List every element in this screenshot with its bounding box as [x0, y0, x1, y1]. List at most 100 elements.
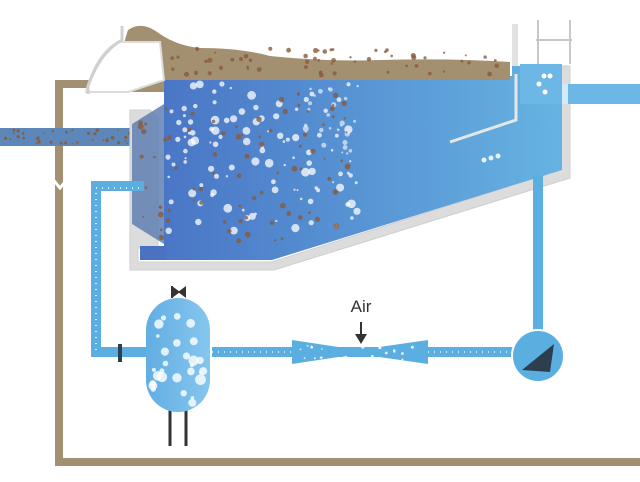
sludge-particle	[390, 54, 394, 58]
sludge-particle	[286, 47, 291, 53]
bubble	[242, 137, 251, 146]
inlet-particle	[106, 140, 109, 142]
vessel-bubble	[180, 390, 187, 397]
venturi-bubble	[393, 350, 396, 353]
recycle-pipe-highlight	[95, 187, 142, 350]
floc-particle	[212, 152, 218, 157]
floc-particle	[280, 202, 286, 209]
bubble	[182, 127, 188, 133]
bubble	[348, 173, 353, 178]
bubble	[242, 126, 251, 135]
sludge-particle	[170, 56, 175, 60]
bubble	[327, 87, 331, 90]
venturi-bubble	[362, 358, 365, 361]
bubble	[273, 113, 280, 120]
inlet-particle	[117, 129, 119, 132]
bubble	[356, 85, 359, 88]
bubble	[212, 141, 219, 148]
bubble	[183, 135, 187, 139]
bubble	[189, 82, 197, 90]
bubble	[189, 130, 196, 136]
baffle-bubbles	[481, 153, 501, 163]
vessel-bubble	[199, 367, 208, 376]
inlet-particle	[36, 136, 40, 141]
bubble	[309, 87, 312, 91]
venturi-bubble	[384, 351, 388, 355]
inlet-particle	[35, 142, 38, 145]
floc-particle	[137, 123, 144, 130]
raw-water-inlet-pipe	[0, 128, 142, 146]
sludge-particle	[171, 67, 175, 71]
vessel-bubble	[186, 318, 196, 328]
bubble	[291, 224, 300, 233]
sludge-particle	[218, 65, 224, 70]
treated-water-outlet-pipe	[562, 84, 640, 104]
floc-particle	[222, 220, 227, 224]
bubble	[225, 175, 229, 178]
inlet-particle	[65, 130, 68, 134]
tank-right-wall	[512, 24, 518, 66]
sludge-particle	[183, 71, 190, 77]
sludge-particle	[313, 56, 317, 61]
floc-particle	[192, 187, 196, 191]
floc-particle	[297, 103, 301, 107]
sludge-particle	[427, 71, 432, 76]
venturi-bubble	[401, 358, 404, 361]
sludge-particle	[256, 67, 262, 72]
bubble	[341, 151, 344, 154]
sludge-particle	[194, 72, 198, 76]
venturi-bubble	[320, 356, 323, 359]
floc-particle	[329, 106, 335, 112]
sludge-particle	[374, 48, 378, 53]
vessel-bubble	[196, 356, 204, 365]
bubble	[188, 189, 197, 198]
inlet-particle	[93, 132, 97, 136]
sludge-particle	[317, 58, 321, 62]
bubble	[307, 198, 314, 205]
bubble	[350, 216, 354, 220]
inlet-particle	[71, 143, 74, 145]
inlet-particle	[102, 139, 105, 142]
bubble	[326, 113, 331, 117]
floc-particle	[314, 216, 321, 222]
bottom-sludge-outlet	[140, 246, 166, 260]
bubble	[354, 181, 358, 185]
bubble	[169, 109, 174, 114]
sludge-particle	[243, 54, 249, 59]
inlet-particle	[22, 136, 26, 140]
floc-particle	[144, 186, 148, 189]
bubble	[223, 203, 233, 213]
bubble	[293, 188, 296, 191]
bubble	[251, 157, 260, 166]
bubble	[199, 183, 204, 188]
venturi-bubble	[299, 348, 302, 351]
bubble	[283, 163, 286, 167]
floc-particle	[221, 131, 226, 136]
bubble	[181, 105, 187, 112]
floc-particle	[167, 208, 171, 212]
vessel-bubble	[188, 398, 197, 407]
bubble	[229, 86, 232, 90]
bubble	[183, 148, 188, 154]
vessel-bubble	[154, 319, 164, 329]
sludge-particle	[423, 56, 427, 60]
bubble	[301, 167, 310, 177]
vessel-bubbles	[148, 313, 208, 407]
sludge-particle	[349, 56, 352, 59]
inlet-particle	[16, 135, 20, 139]
sludge-particle	[332, 71, 337, 76]
bubble	[195, 218, 202, 226]
baffle-plate	[449, 74, 518, 144]
bubble	[176, 119, 182, 126]
bubble	[275, 219, 278, 223]
sludge-particle	[366, 57, 372, 62]
vessel-bubble	[187, 367, 195, 376]
floc-particle	[280, 237, 284, 241]
floc-particle	[345, 131, 348, 134]
inlet-particle	[76, 141, 79, 144]
inlet-particle	[71, 129, 74, 132]
venturi-injector	[292, 340, 428, 364]
floc-particle	[332, 189, 339, 195]
bubble	[336, 183, 345, 192]
